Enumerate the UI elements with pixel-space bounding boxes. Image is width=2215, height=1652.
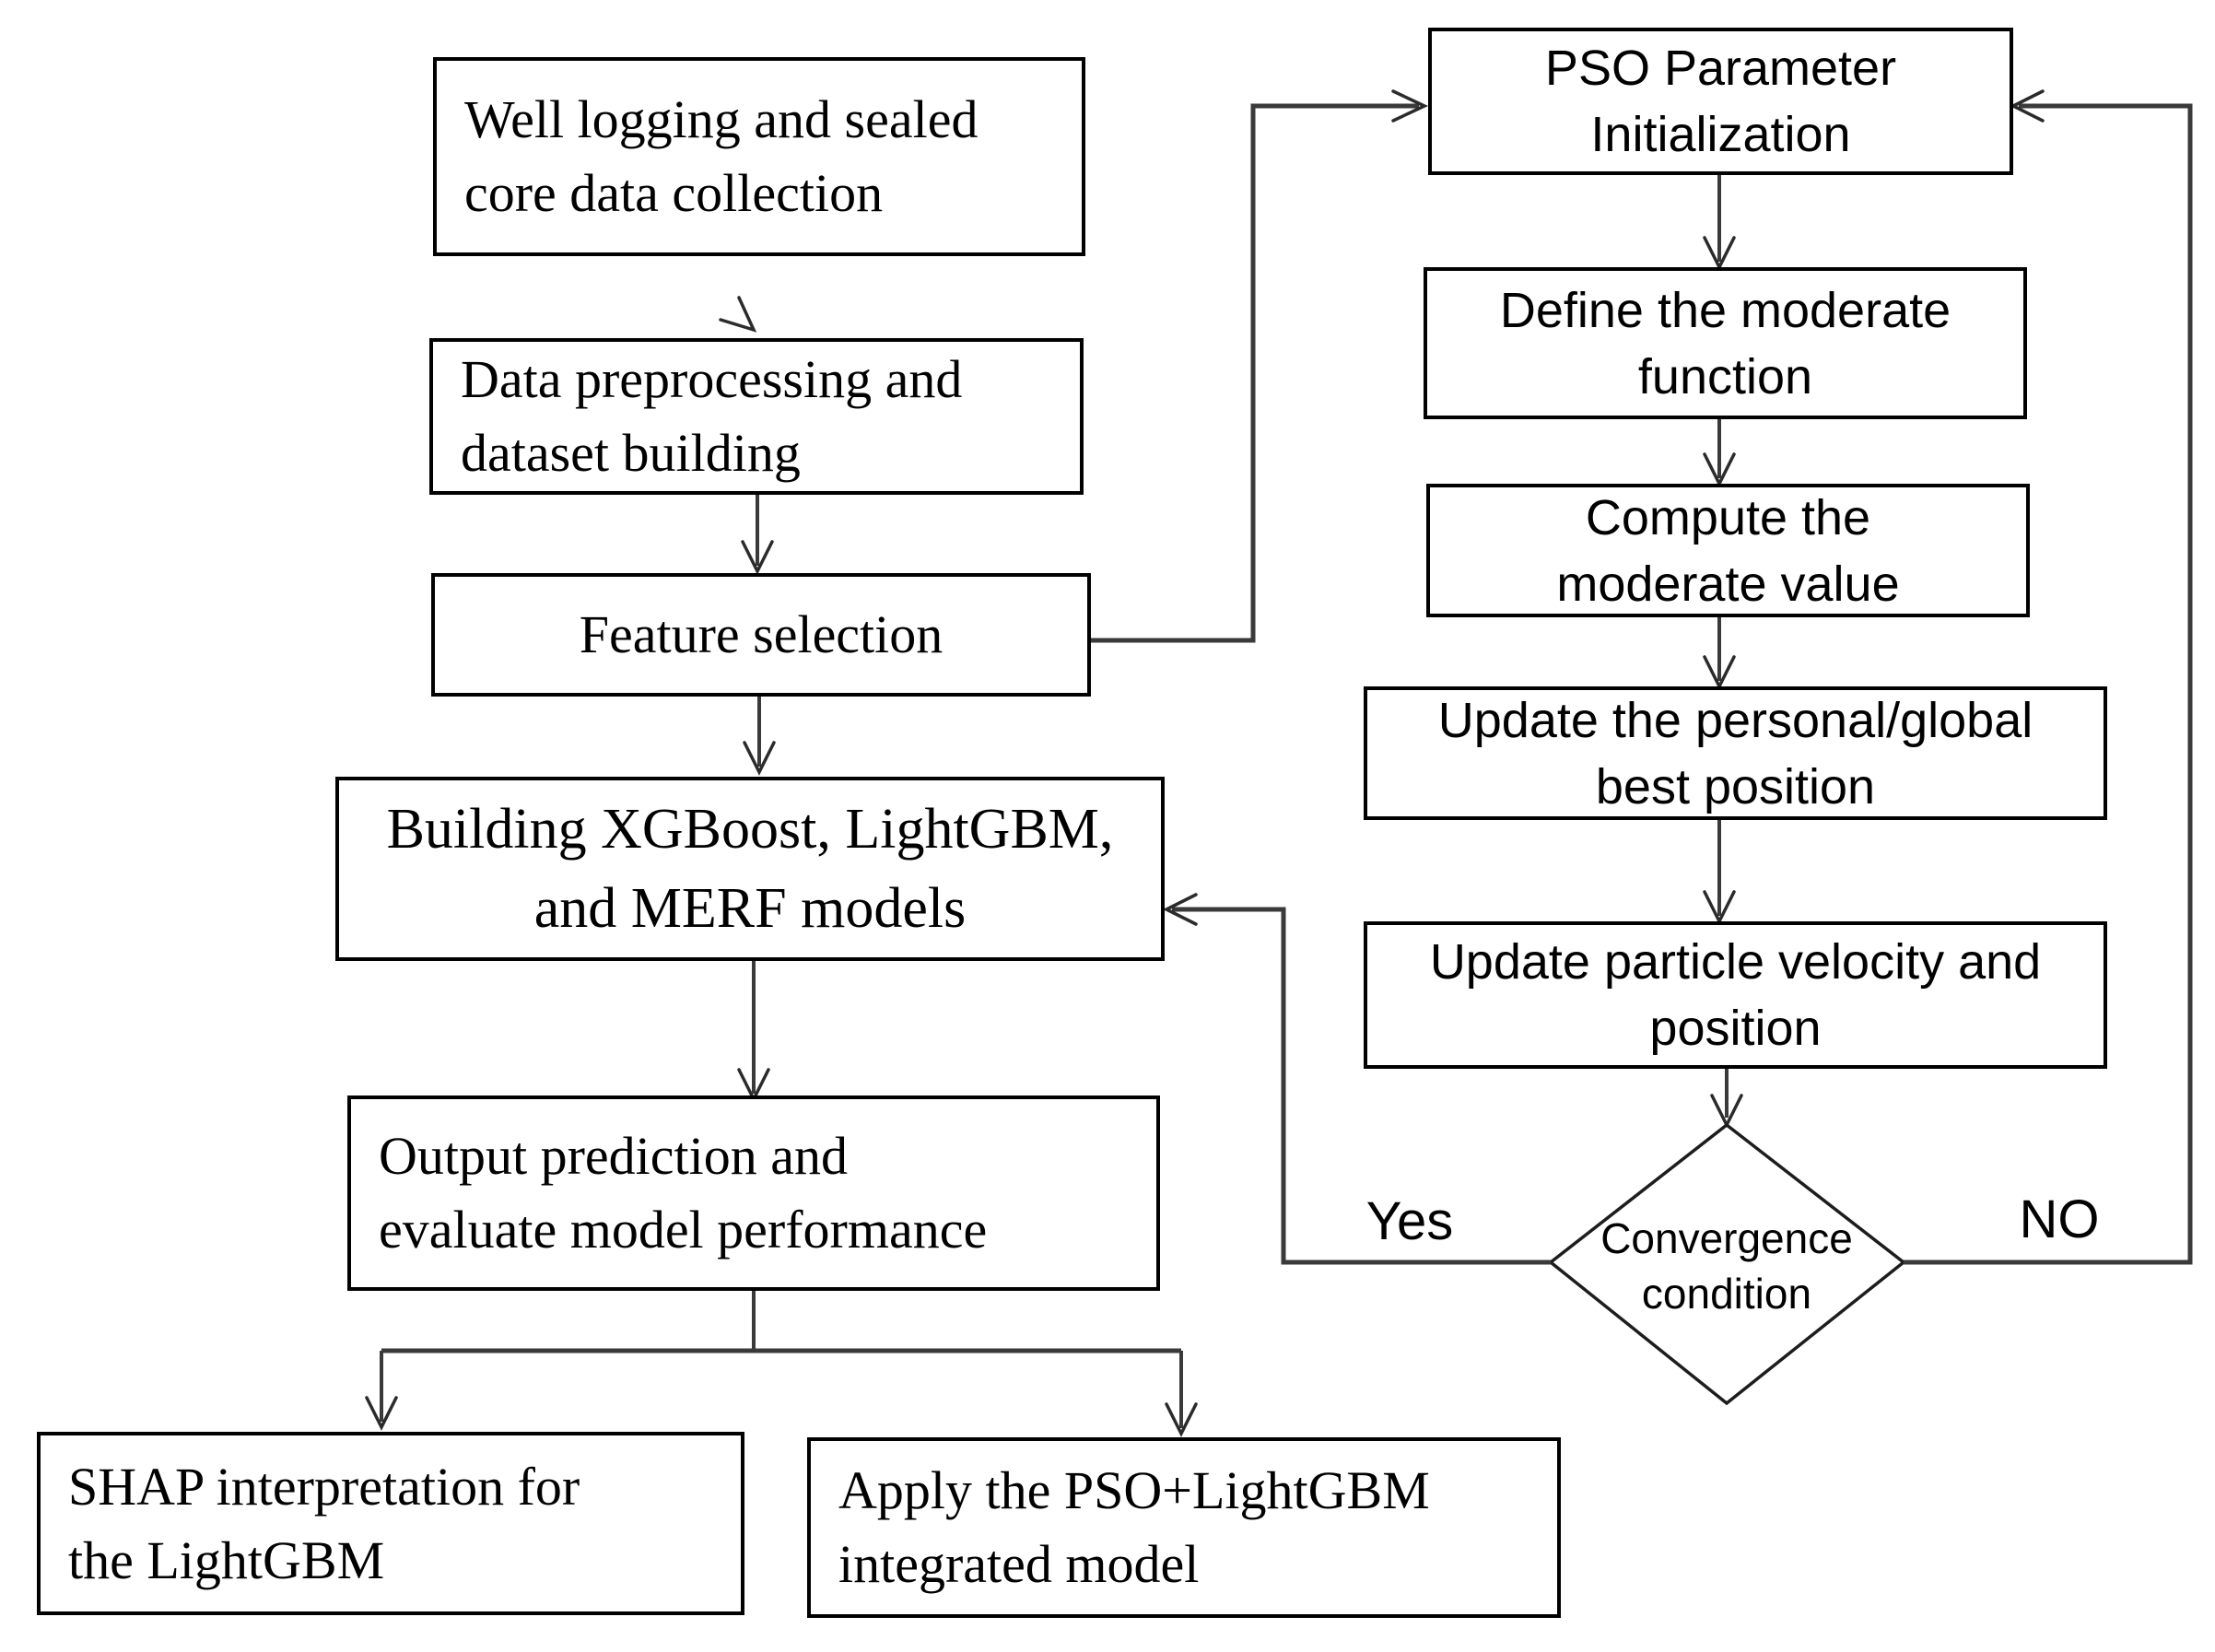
node-pso-init-line2: Initialization (1590, 107, 1851, 162)
decision-convergence-line2: condition (1641, 1270, 1812, 1318)
node-update-best-line1: Update the personal/global (1437, 692, 2033, 748)
node-pso-init: PSO Parameter Initialization (1428, 28, 2013, 175)
node-update-best: Update the personal/global best position (1364, 686, 2107, 820)
node-building-models-line1: Building XGBoost, LightGBM, (386, 798, 1114, 861)
arrow-yes-to-building-head (1163, 893, 1198, 926)
decision-convergence-line1: Convergence (1600, 1214, 1853, 1262)
node-well-logging-line2: core data collection (464, 163, 884, 223)
node-well-logging: Well logging and sealed core data collec… (433, 57, 1085, 256)
line-feature-to-pso-loop (1091, 103, 1419, 643)
node-data-preprocessing-line1: Data preprocessing and (461, 349, 963, 409)
node-shap-interpretation-line2: the LightGBM (68, 1529, 385, 1590)
line-yes-loop (1172, 907, 1551, 1265)
node-apply-integrated-model-line2: integrated model (838, 1534, 1200, 1594)
label-no: NO (2019, 1189, 2100, 1249)
decision-convergence-label: Convergence condition (1542, 1211, 1911, 1321)
node-shap-interpretation: SHAP interpretation for the LightGBM (37, 1432, 744, 1615)
node-define-moderate-line1: Define the moderate (1499, 282, 1951, 338)
arrow-branch-to-shap-head (365, 1396, 398, 1431)
node-apply-integrated-model-line1: Apply the PSO+LightGBM (838, 1460, 1430, 1520)
arrow-branch-to-apply-head (1165, 1402, 1198, 1437)
line-no-loop (1904, 103, 2193, 1265)
decision-convergence-diamond (1548, 1122, 1906, 1406)
node-feature-selection: Feature selection (431, 573, 1091, 697)
node-update-best-line2: best position (1595, 758, 1876, 814)
arrow-preprocessing-to-feature-head (741, 540, 774, 575)
node-building-models: Building XGBoost, LightGBM, and MERF mod… (335, 777, 1165, 961)
node-shap-interpretation-line1: SHAP interpretation for (68, 1456, 580, 1517)
node-data-preprocessing: Data preprocessing and dataset building (429, 338, 1084, 495)
node-pso-init-line1: PSO Parameter (1544, 41, 1897, 96)
node-update-velocity-line1: Update particle velocity and (1429, 934, 2042, 990)
node-apply-integrated-model: Apply the PSO+LightGBM integrated model (807, 1437, 1561, 1618)
arrow-well-to-preprocessing-head (719, 296, 757, 333)
arrow-feature-to-building-head (743, 741, 776, 776)
node-output-prediction-line2: evaluate model performance (379, 1200, 988, 1260)
node-feature-selection-line1: Feature selection (579, 604, 943, 664)
node-update-velocity: Update particle velocity and position (1364, 921, 2107, 1069)
node-compute-moderate-line1: Compute the (1585, 489, 1871, 545)
node-data-preprocessing-line2: dataset building (461, 423, 801, 483)
node-define-moderate: Define the moderate function (1424, 267, 2027, 419)
node-well-logging-line1: Well logging and sealed (464, 89, 979, 149)
node-define-moderate-line2: function (1637, 348, 1813, 404)
node-output-prediction: Output prediction and evaluate model per… (347, 1095, 1160, 1291)
node-output-prediction-line1: Output prediction and (379, 1126, 849, 1186)
node-update-velocity-line2: position (1649, 1001, 1822, 1056)
node-compute-moderate-line2: moderate value (1556, 556, 1900, 612)
label-yes: Yes (1365, 1191, 1454, 1251)
arrow-feature-to-pso-head (1391, 89, 1429, 123)
node-compute-moderate: Compute the moderate value (1426, 484, 2030, 617)
node-building-models-line2: and MERF models (533, 877, 967, 940)
arrow-no-to-pso-head (2010, 89, 2045, 123)
